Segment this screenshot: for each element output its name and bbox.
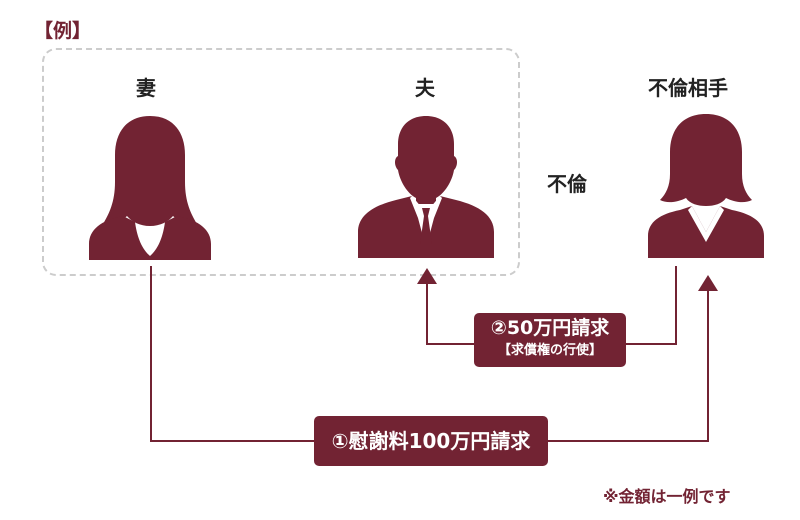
woman-silhouette-icon — [89, 116, 211, 260]
amount-note: ※金額は一例です — [603, 487, 731, 506]
claim1-label: ①慰謝料100万円請求 — [331, 429, 531, 453]
couple-group-box — [42, 48, 520, 276]
affair-partner-label: 不倫相手 — [648, 76, 728, 100]
claim2-sub-label: 【求償権の行使】 — [497, 343, 602, 358]
husband-label: 夫 — [415, 76, 435, 100]
businesswoman-silhouette-icon — [648, 114, 764, 258]
claim2-arrowhead — [417, 268, 437, 284]
claim2-label: ②50万円請求 — [490, 317, 610, 339]
affair-relation-label: 不倫 — [547, 172, 587, 196]
wife-label: 妻 — [136, 76, 156, 100]
claim1-arrowhead — [698, 275, 718, 291]
claim1-tag: ①慰謝料100万円請求 — [314, 416, 548, 466]
claim2-tag: ②50万円請求 【求償権の行使】 — [474, 313, 626, 367]
businessman-silhouette-icon — [358, 116, 494, 258]
example-label: 【例】 — [34, 20, 92, 42]
